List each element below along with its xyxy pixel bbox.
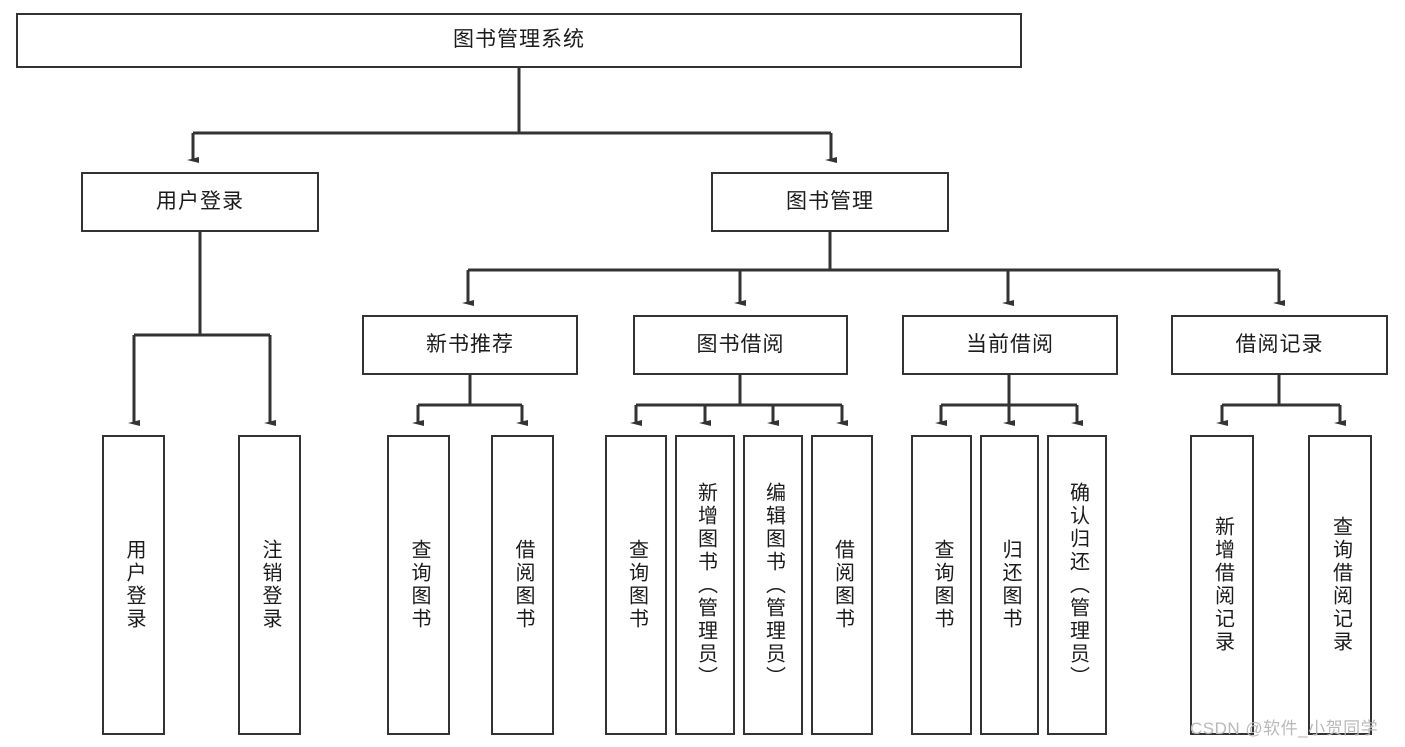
node-label: 编辑图书（管理员）: [762, 481, 785, 689]
node-label: 当前借阅: [966, 332, 1054, 356]
node-label: 图书管理: [786, 189, 874, 213]
node-label: 新增借阅记录: [1211, 516, 1234, 654]
node-label: 图书管理系统: [453, 28, 585, 52]
leaf-current-borrow-return[interactable]: 归还图书: [980, 435, 1039, 735]
node-borrow-record[interactable]: 借阅记录: [1171, 315, 1388, 375]
node-root-book-management-system[interactable]: 图书管理系统: [16, 13, 1022, 68]
leaf-borrow-record-add[interactable]: 新增借阅记录: [1190, 435, 1254, 735]
node-label: 查询借阅记录: [1329, 516, 1352, 654]
leaf-book-borrow-query[interactable]: 查询图书: [605, 435, 667, 735]
node-book-borrow[interactable]: 图书借阅: [633, 315, 848, 375]
leaf-new-book-borrow[interactable]: 借阅图书: [491, 435, 554, 735]
node-label: 查询图书: [408, 539, 430, 631]
node-new-book-recommend[interactable]: 新书推荐: [362, 315, 578, 375]
node-label: 新增图书（管理员）: [694, 481, 717, 689]
node-book-management[interactable]: 图书管理: [711, 172, 949, 232]
node-label: 归还图书: [999, 539, 1021, 631]
leaf-book-borrow-edit-admin[interactable]: 编辑图书（管理员）: [743, 435, 803, 735]
node-label: 用户登录: [156, 189, 244, 213]
csdn-watermark: CSDN @软件_小贺同学: [1190, 719, 1379, 738]
node-label: 查询图书: [625, 539, 648, 631]
leaf-user-login-logout[interactable]: 注销登录: [238, 435, 301, 735]
leaf-borrow-record-query[interactable]: 查询借阅记录: [1308, 435, 1372, 735]
leaf-user-login-login[interactable]: 用户登录: [102, 435, 165, 735]
node-label: 图书借阅: [696, 332, 785, 356]
node-label: 借阅记录: [1235, 332, 1324, 356]
node-label: 注销登录: [259, 539, 281, 631]
node-user-login[interactable]: 用户登录: [81, 172, 319, 232]
node-label: 查询图书: [931, 539, 953, 631]
leaf-book-borrow-add-admin[interactable]: 新增图书（管理员）: [675, 435, 735, 735]
node-current-borrow[interactable]: 当前借阅: [902, 315, 1118, 375]
node-label: 新书推荐: [426, 332, 514, 356]
leaf-new-book-query[interactable]: 查询图书: [387, 435, 450, 735]
node-label: 用户登录: [123, 539, 145, 631]
node-label: 借阅图书: [831, 539, 854, 631]
leaf-current-borrow-confirm-return-admin[interactable]: 确认归还（管理员）: [1047, 435, 1107, 735]
node-label: 确认归还（管理员）: [1066, 481, 1089, 689]
leaf-book-borrow-borrow[interactable]: 借阅图书: [811, 435, 873, 735]
node-label: 借阅图书: [512, 539, 534, 631]
leaf-current-borrow-query[interactable]: 查询图书: [911, 435, 972, 735]
